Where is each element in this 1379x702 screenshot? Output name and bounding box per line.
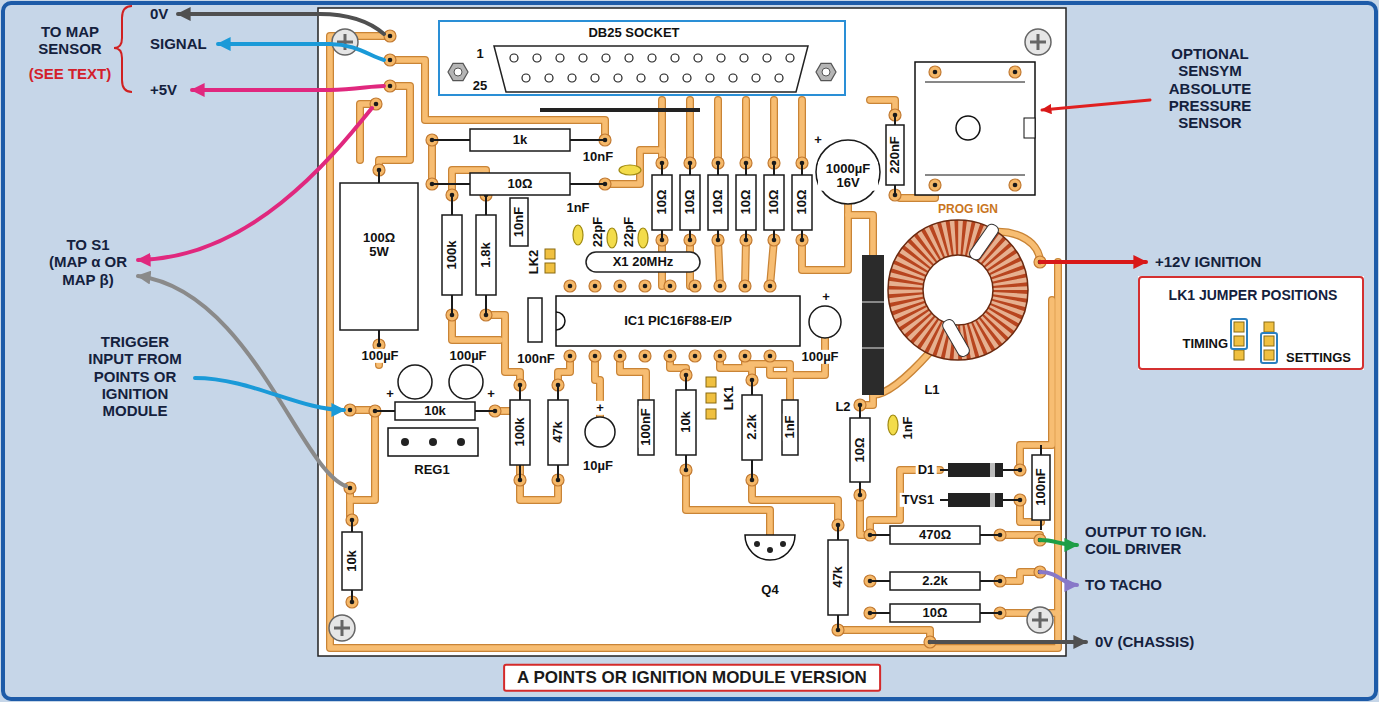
component-value: 1nF (564, 201, 591, 215)
mounting-screws (329, 29, 1053, 641)
polarity-mark: + (485, 387, 497, 401)
component-ref: IC1 PIC16F88-E/P (622, 314, 734, 328)
component-value: 1k (511, 133, 529, 147)
component-value: 10k (679, 409, 693, 435)
wire-label: OUTPUT TO IGN. COIL DRIVER (1085, 523, 1235, 558)
board-legend: PROG IGN (936, 203, 1000, 217)
component-value: 10Ω (711, 188, 725, 217)
component-value: 10nF (512, 205, 526, 239)
component-value: 100nF (1034, 466, 1048, 508)
component-value: 10Ω (853, 436, 867, 465)
component-ref: X1 20MHz (611, 255, 676, 269)
component-value: 10Ω (655, 188, 669, 217)
component-value: 10Ω (921, 606, 950, 620)
pin-number: 1 (474, 47, 485, 61)
polarity-mark: + (812, 133, 824, 147)
solder-pads (344, 30, 1046, 648)
component-value: 1nF (901, 414, 915, 441)
connector-outline: DB25 SOCKET 1 25 (438, 20, 846, 96)
wire-label: TRIGGER INPUT FROM POINTS OR IGNITION MO… (85, 333, 185, 419)
component-value: 22pF (622, 215, 636, 249)
bracket (114, 6, 132, 92)
part-name: DB25 SOCKET (586, 26, 681, 40)
component-value: 100k (513, 416, 527, 449)
transistor-symbol (745, 535, 795, 560)
pressure-sensor (915, 62, 1035, 195)
jumper-legend-box: LK1 JUMPER POSITIONS TIMING SETTINGS (1138, 276, 1364, 370)
note: (SEE TEXT) (29, 65, 112, 82)
component-value: 10Ω (795, 188, 809, 217)
component-ref: LK2 (527, 248, 541, 277)
component-value: 2.2k (920, 574, 949, 588)
component-value: 10Ω (767, 188, 781, 217)
component-value: 100µF (799, 350, 840, 364)
component-value: 100Ω 5W (352, 231, 406, 260)
external-wires (138, 14, 1150, 642)
component-value: 2.2k (745, 412, 759, 441)
component-value: 1nF (783, 413, 797, 440)
wire-label: OPTIONAL SENSYM ABSOLUTE PRESSURE SENSOR (1155, 45, 1265, 131)
jumper-caption: TIMING (1183, 337, 1229, 352)
pcb-board (318, 8, 1066, 656)
pin-number: 25 (471, 79, 489, 93)
component-value: 1.8k (479, 240, 493, 269)
component-value: 100nF (515, 352, 557, 366)
component-value: 10Ω (683, 188, 697, 217)
component-value: 47k (831, 564, 845, 590)
component-value: 10nF (581, 150, 615, 164)
caption-box: A POINTS OR IGNITION MODULE VERSION (503, 664, 881, 692)
crystal-symbol (586, 252, 700, 272)
wire-label: 0V (150, 5, 168, 22)
wire-label: +12V IGNITION (1155, 253, 1261, 270)
wire-label: 0V (CHASSIS) (1095, 633, 1194, 650)
jumper-legend-art (1138, 276, 1364, 370)
component-value: 22pF (591, 215, 605, 249)
jumper-caption: SETTINGS (1286, 351, 1351, 366)
component-ref: L2 (833, 400, 852, 414)
component-ref: TVS1 (900, 493, 937, 507)
polarity-mark: + (384, 387, 396, 401)
component-value: 10k (345, 548, 359, 574)
component-value: 100nF (639, 406, 653, 448)
wire-label: TO S1 (MAP α OR MAP β) (46, 236, 130, 288)
component-value: 470Ω (917, 528, 953, 542)
component-value: 10Ω (506, 177, 535, 191)
group-label: TO MAP SENSOR (34, 23, 106, 58)
component-value: 100µF (447, 349, 488, 363)
component-value: 100µF (359, 349, 400, 363)
wire-label: +5V (150, 81, 177, 98)
component-ref: REG1 (412, 463, 451, 477)
polarity-mark: + (820, 290, 832, 304)
component-value: 1000µF 16V (818, 162, 878, 191)
db25-connector (448, 46, 836, 110)
ferrite-inductor (862, 255, 884, 395)
toroid-inductor (888, 220, 1028, 360)
regulator-symbol (388, 428, 478, 456)
component-value: 100k (445, 239, 459, 272)
component-value: 47k (551, 419, 565, 445)
component-ref: LK1 (722, 384, 736, 413)
box-title: LK1 JUMPER POSITIONS (1169, 287, 1338, 303)
component-ref: D1 (916, 463, 937, 477)
component-value: 220nF (888, 134, 902, 176)
component-value: 10k (422, 404, 448, 418)
component-value: 10Ω (739, 188, 753, 217)
copper-traces (330, 36, 1058, 648)
wire-label: SIGNAL (150, 35, 207, 52)
diode-symbols (948, 463, 1003, 507)
component-ref: Q4 (759, 583, 780, 597)
wire-label: TO TACHO (1085, 576, 1162, 593)
component-value: 10µF (581, 459, 615, 473)
resistor-symbols (340, 129, 980, 622)
polarity-mark: + (594, 401, 606, 415)
component-ref: L1 (922, 383, 941, 397)
ic-package (556, 296, 800, 346)
